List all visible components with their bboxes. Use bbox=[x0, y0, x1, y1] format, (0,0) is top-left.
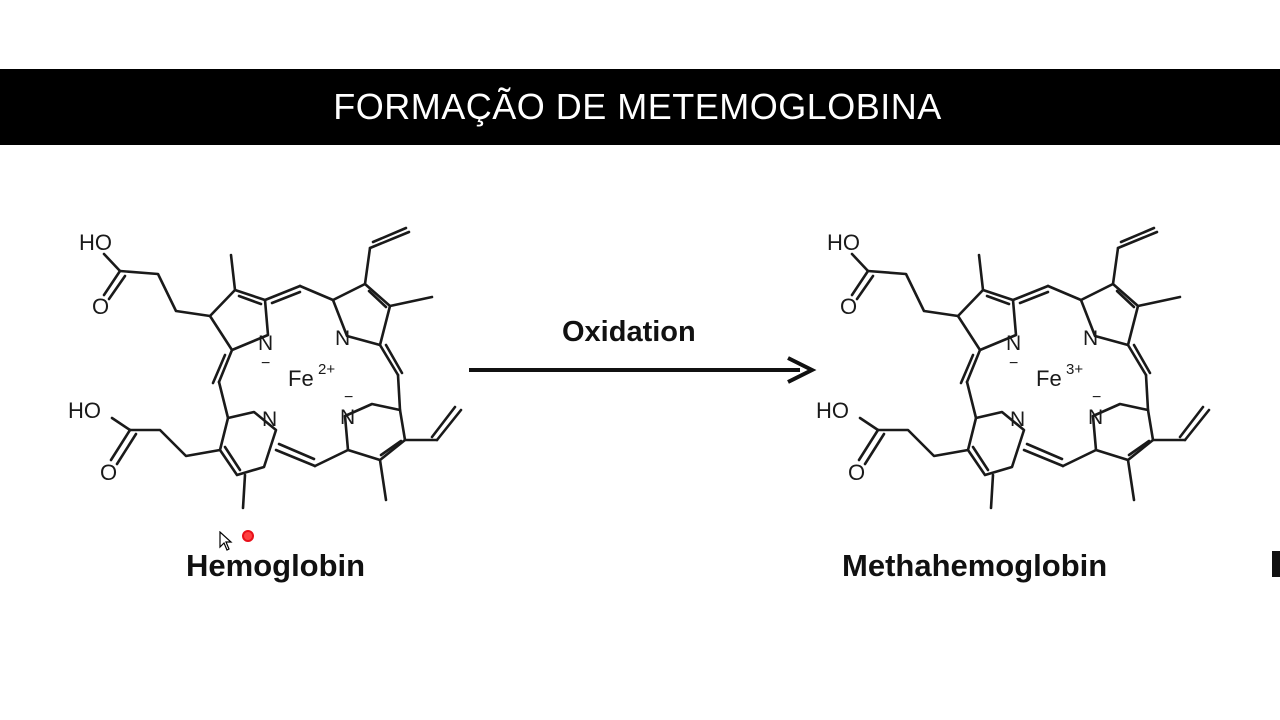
nitrogen-3-label: N bbox=[1010, 408, 1025, 431]
nitrogen-2-label: N bbox=[1083, 327, 1098, 350]
oxygen-top-label: O bbox=[840, 294, 857, 319]
nitrogen-4-label: N bbox=[340, 406, 355, 429]
mouse-pointer-icon bbox=[219, 531, 233, 551]
methemoglobin-structure: HO O HO O N − N N N − Fe 3+ bbox=[816, 226, 1211, 510]
hydroxyl-bottom-label: HO bbox=[816, 398, 849, 423]
iron-charge-label: 3+ bbox=[1066, 361, 1083, 378]
hydroxyl-top-label: HO bbox=[79, 230, 112, 255]
nitrogen-4-label: N bbox=[1088, 406, 1103, 429]
oxygen-top-label: O bbox=[92, 294, 109, 319]
iron-label: Fe bbox=[1036, 366, 1062, 391]
nitrogen-1-label: N bbox=[1006, 332, 1021, 355]
anion-4-label: − bbox=[1092, 389, 1101, 406]
title-bar: FORMAÇÃO DE METEMOGLOBINA bbox=[0, 69, 1280, 145]
oxidation-label: Oxidation bbox=[562, 316, 696, 348]
anion-1-label: − bbox=[1009, 355, 1018, 372]
methemoglobin-caption: Methahemoglobin bbox=[842, 548, 1108, 583]
hemoglobin-caption: Hemoglobin bbox=[186, 548, 366, 583]
slide-title: FORMAÇÃO DE METEMOGLOBINA bbox=[333, 86, 942, 127]
anion-4-label: − bbox=[344, 389, 353, 406]
click-indicator-icon bbox=[242, 530, 254, 542]
hemoglobin-structure: HO O HO O N − N N N − Fe 2+ bbox=[68, 226, 463, 510]
iron-label: Fe bbox=[288, 366, 314, 391]
nitrogen-2-label: N bbox=[335, 327, 350, 350]
nitrogen-1-label: N bbox=[258, 332, 273, 355]
anion-1-label: − bbox=[261, 355, 270, 372]
oxygen-bottom-label: O bbox=[848, 460, 865, 485]
hydroxyl-bottom-label: HO bbox=[68, 398, 101, 423]
oxygen-bottom-label: O bbox=[100, 460, 117, 485]
cropped-edge-mark bbox=[1272, 551, 1280, 577]
hydroxyl-top-label: HO bbox=[827, 230, 860, 255]
iron-charge-label: 2+ bbox=[318, 361, 335, 378]
reaction-arrow bbox=[469, 356, 817, 384]
nitrogen-3-label: N bbox=[262, 408, 277, 431]
